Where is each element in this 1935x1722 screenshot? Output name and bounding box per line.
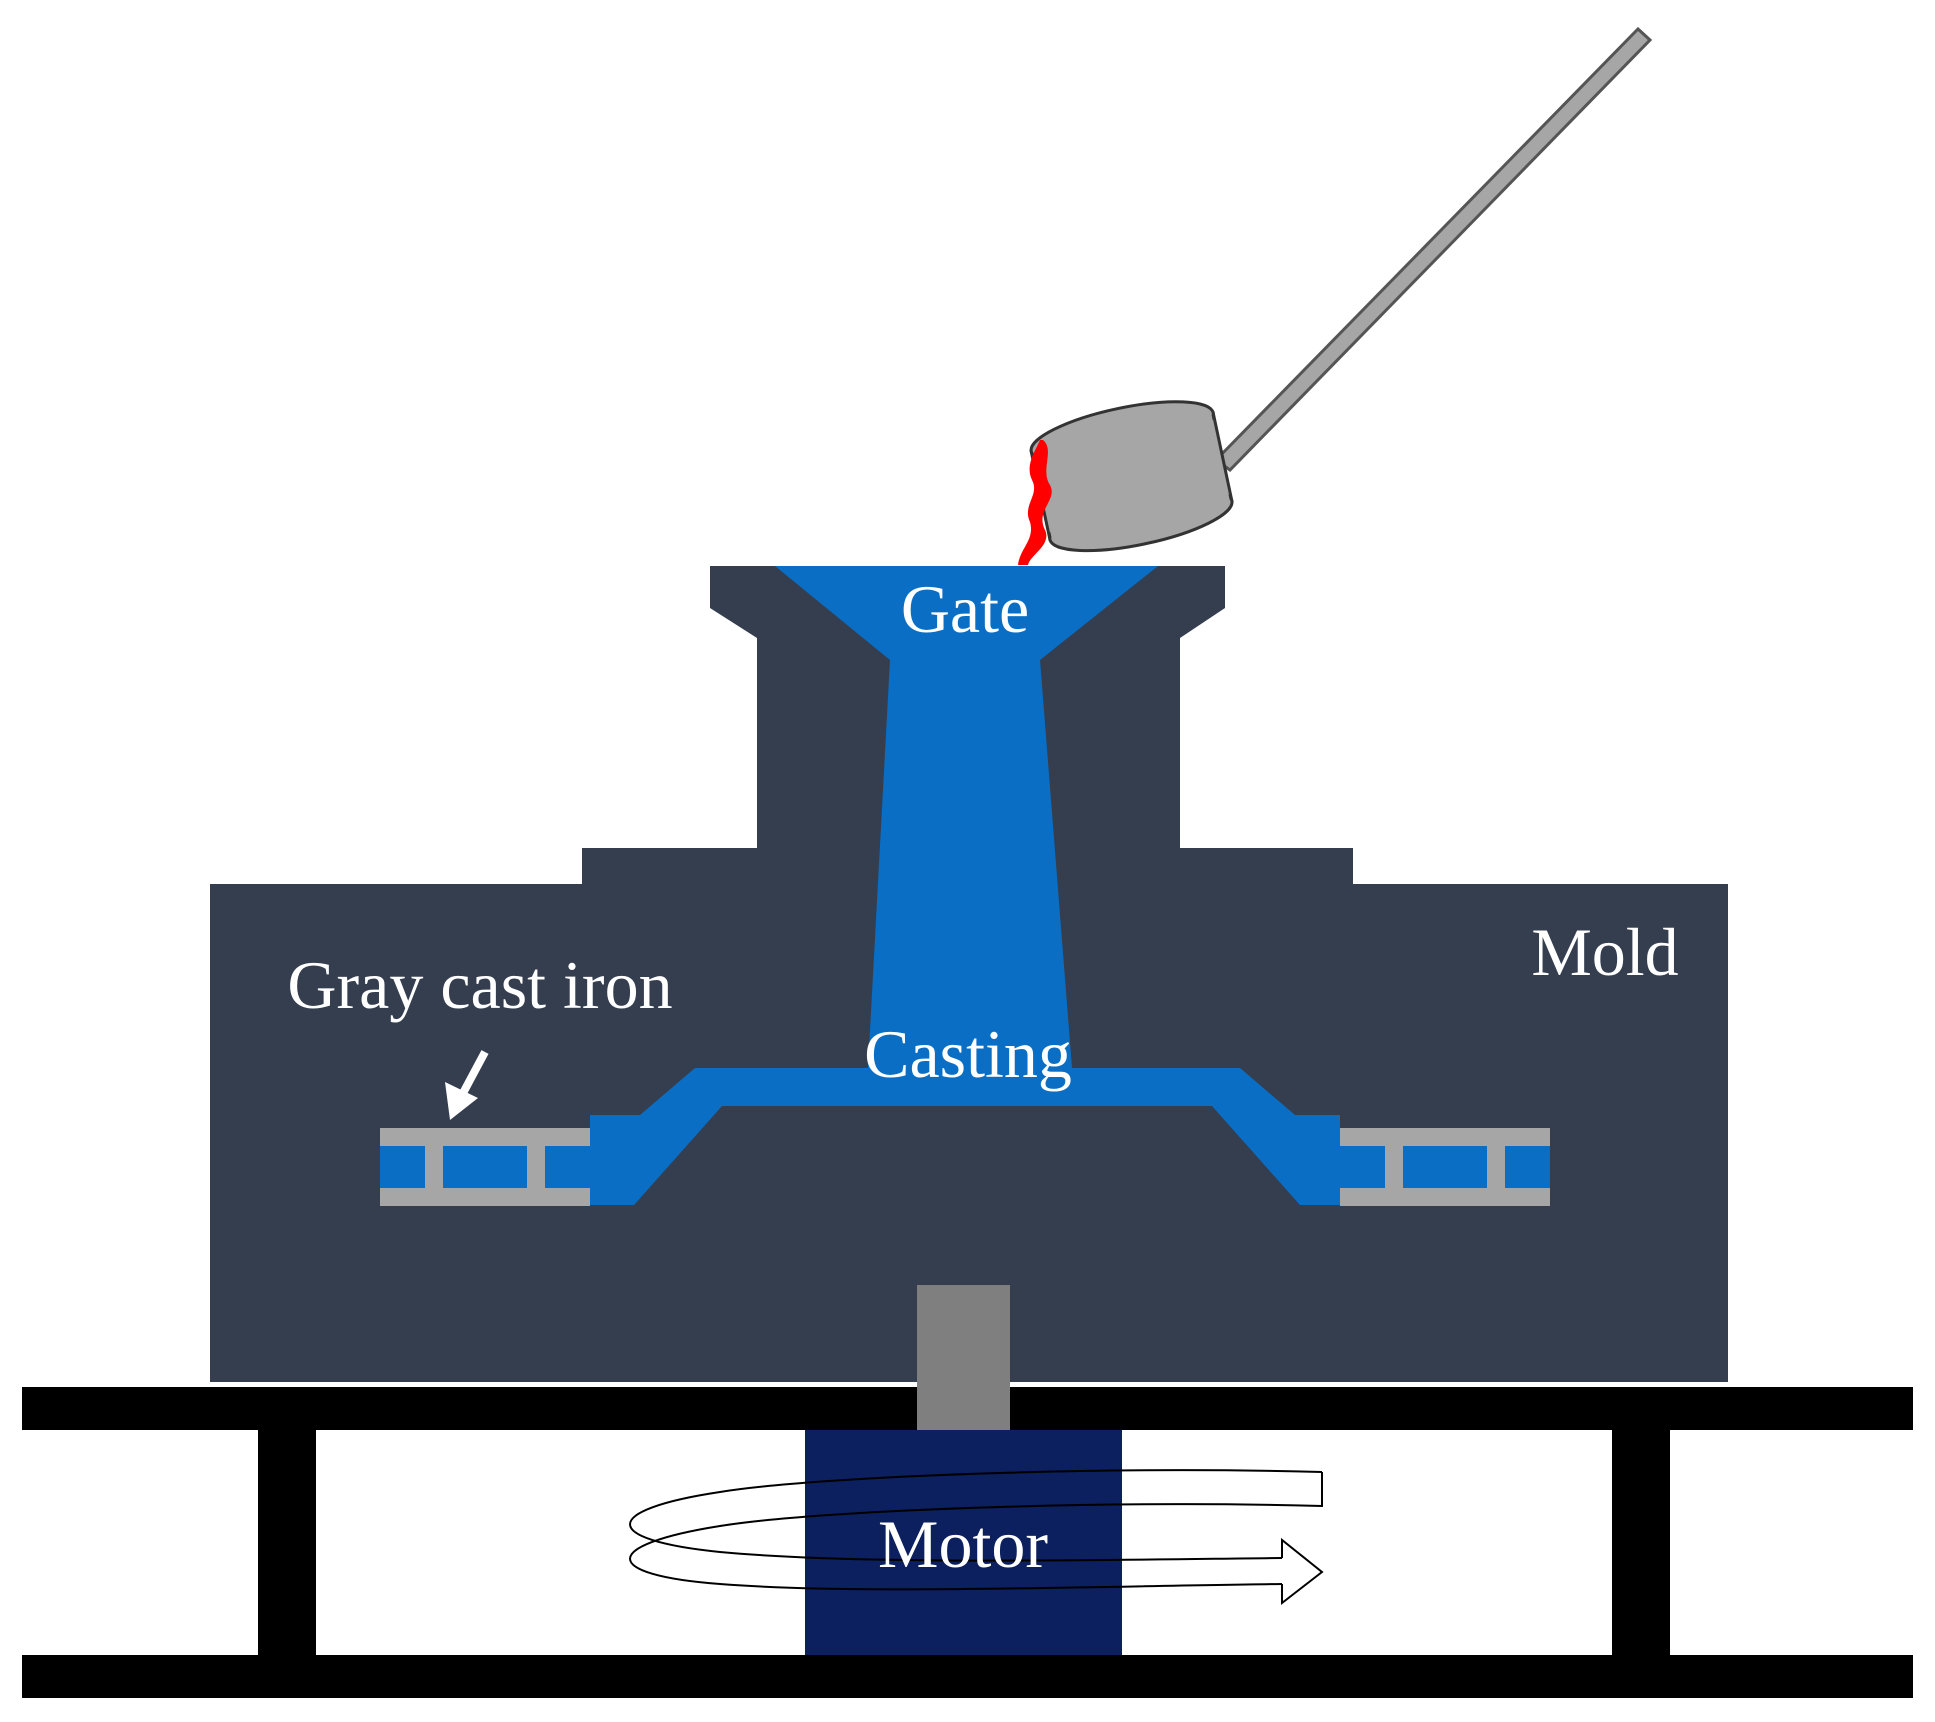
motor xyxy=(805,1430,1122,1655)
casting-label: Casting xyxy=(864,1016,1072,1092)
ladle-handle xyxy=(1213,26,1653,472)
motor-label: Motor xyxy=(878,1506,1048,1582)
shaft xyxy=(917,1285,1010,1430)
gate xyxy=(775,566,1158,1068)
gate-label: Gate xyxy=(901,571,1029,647)
gray-cast-iron-left xyxy=(380,1128,590,1206)
ladle xyxy=(1029,400,1234,553)
gray-cast-iron-label: Gray cast iron xyxy=(287,947,672,1023)
casting xyxy=(590,1068,1340,1205)
machine-frame xyxy=(22,1387,1913,1698)
molten-metal-stream xyxy=(1018,440,1052,565)
gray-cast-iron-right xyxy=(1340,1128,1550,1206)
pointer-arrow-icon xyxy=(445,1050,489,1120)
mold-label: Mold xyxy=(1531,914,1678,990)
rotation-arrow-icon xyxy=(629,1469,1324,1606)
